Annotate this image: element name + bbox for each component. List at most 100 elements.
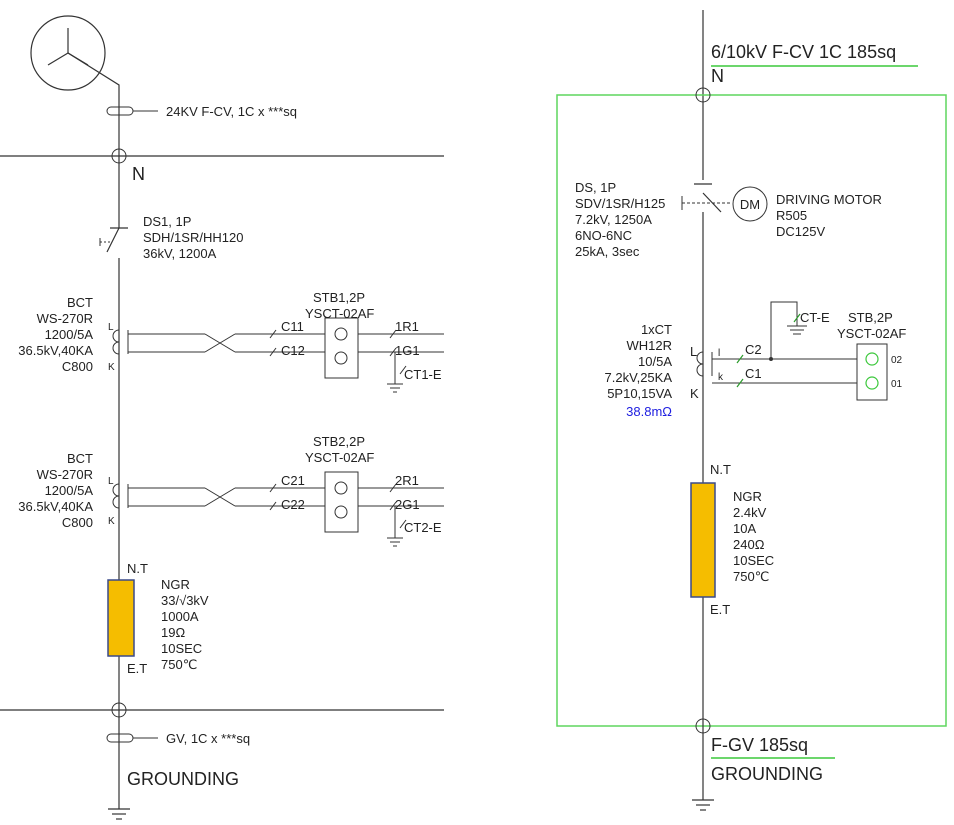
- svg-text:1xCT: 1xCT: [641, 322, 672, 337]
- term-L1: L: [108, 322, 114, 333]
- svg-text:5P10,15VA: 5P10,15VA: [607, 386, 672, 401]
- stb1-name: STB1,2P: [313, 290, 365, 305]
- svg-text:WH12R: WH12R: [626, 338, 672, 353]
- svg-text:750℃: 750℃: [733, 569, 769, 584]
- svg-text:C800: C800: [62, 515, 93, 530]
- svg-text:10A: 10A: [733, 521, 756, 536]
- right-diagram: 6/10kV F-CV 1C 185sq N DS, 1P SDV/1SR/H1…: [556, 10, 947, 811]
- ds-label: DS, 1P SDV/1SR/H125 7.2kV, 1250A 6NO-6NC…: [575, 180, 665, 259]
- stb1-terminal-block: [324, 317, 359, 379]
- svg-text:36.5kV,40KA: 36.5kV,40KA: [18, 499, 93, 514]
- wire-c2: C2: [745, 342, 762, 357]
- term-k: k: [718, 372, 724, 383]
- current-transformer-icon: [696, 351, 713, 377]
- svg-text:DRIVING MOTOR: DRIVING MOTOR: [776, 192, 882, 207]
- disconnect-switch-icon: [99, 227, 128, 253]
- svg-text:6NO-6NC: 6NO-6NC: [575, 228, 632, 243]
- gv-label: GV, 1C x ***sq: [166, 731, 250, 746]
- ct1-e-label: CT1-E: [404, 367, 442, 382]
- svg-text:33/√3kV: 33/√3kV: [161, 593, 209, 608]
- svg-text:2.4kV: 2.4kV: [733, 505, 767, 520]
- wire-c12: C12: [281, 343, 305, 358]
- ct-resistance: 38.8mΩ: [626, 404, 672, 419]
- fgv-label: F-GV 185sq: [711, 735, 808, 755]
- wire-2r1: 2R1: [395, 473, 419, 488]
- svg-text:DC125V: DC125V: [776, 224, 825, 239]
- wire-c22: C22: [281, 497, 305, 512]
- et-label: E.T: [710, 602, 730, 617]
- nt-label: N.T: [127, 561, 148, 576]
- grounding-label: GROUNDING: [127, 769, 239, 789]
- ground-icon: [108, 808, 130, 820]
- svg-text:1000A: 1000A: [161, 609, 199, 624]
- driving-motor-icon: DM: [732, 186, 768, 222]
- disconnect-switch-icon: [681, 183, 732, 213]
- stb2-model: YSCT-02AF: [305, 450, 374, 465]
- svg-text:10SEC: 10SEC: [161, 641, 202, 656]
- bus-label: N: [132, 164, 145, 184]
- svg-text:36.5kV,40KA: 36.5kV,40KA: [18, 343, 93, 358]
- stb-model: YSCT-02AF: [837, 326, 906, 341]
- wire-c1: C1: [745, 366, 762, 381]
- wire-1r1: 1R1: [395, 319, 419, 334]
- svg-text:10/5A: 10/5A: [638, 354, 672, 369]
- svg-text:WS-270R: WS-270R: [37, 311, 93, 326]
- terminal-02: 02: [891, 355, 903, 366]
- svg-text:25kA, 3sec: 25kA, 3sec: [575, 244, 640, 259]
- stb-name: STB,2P: [848, 310, 893, 325]
- panel-boundary: [556, 94, 947, 727]
- svg-text:SDV/1SR/H125: SDV/1SR/H125: [575, 196, 665, 211]
- svg-text:7.2kV,25KA: 7.2kV,25KA: [605, 370, 673, 385]
- svg-text:WS-270R: WS-270R: [37, 467, 93, 482]
- wire-2g1: 2G1: [395, 497, 420, 512]
- nt-label: N.T: [710, 462, 731, 477]
- ngr-resistor: [690, 482, 716, 598]
- svg-text:C800: C800: [62, 359, 93, 374]
- ct-e-ground-icon: [770, 301, 807, 359]
- ct-e-label: CT-E: [800, 310, 830, 325]
- ngr-resistor: [107, 579, 135, 657]
- wire-1g1: 1G1: [395, 343, 420, 358]
- svg-text:DS, 1P: DS, 1P: [575, 180, 616, 195]
- svg-text:750℃: 750℃: [161, 657, 197, 672]
- term-L2: L: [108, 476, 114, 487]
- svg-text:SDH/1SR/HH120: SDH/1SR/HH120: [143, 230, 243, 245]
- wire-c11: C11: [281, 319, 304, 334]
- svg-text:19Ω: 19Ω: [161, 625, 185, 640]
- grounding-label: GROUNDING: [711, 764, 823, 784]
- svg-text:1200/5A: 1200/5A: [45, 483, 94, 498]
- svg-text:DS1, 1P: DS1, 1P: [143, 214, 191, 229]
- svg-text:240Ω: 240Ω: [733, 537, 765, 552]
- stb-terminal-block: [856, 343, 888, 401]
- cable-sleeve-icon: [106, 733, 158, 743]
- et-label: E.T: [127, 661, 147, 676]
- left-diagram: 24KV F-CV, 1C x ***sq N DS1, 1P SDH/1SR/…: [0, 15, 444, 820]
- stb2-name: STB2,2P: [313, 434, 365, 449]
- svg-text:1200/5A: 1200/5A: [45, 327, 94, 342]
- term-K: K: [690, 386, 699, 401]
- svg-text:36kV, 1200A: 36kV, 1200A: [143, 246, 217, 261]
- svg-text:R505: R505: [776, 208, 807, 223]
- svg-text:NGR: NGR: [161, 577, 190, 592]
- bct2-label: BCT WS-270R 1200/5A 36.5kV,40KA C800: [18, 451, 93, 530]
- cable-label: 6/10kV F-CV 1C 185sq: [711, 42, 896, 62]
- ground-icon: [692, 799, 714, 811]
- bus-label: N: [711, 66, 724, 86]
- bct1-label: BCT WS-270R 1200/5A 36.5kV,40KA C800: [18, 295, 93, 374]
- svg-text:10SEC: 10SEC: [733, 553, 774, 568]
- term-K2: K: [108, 516, 115, 527]
- svg-text:BCT: BCT: [67, 451, 93, 466]
- svg-text:7.2kV, 1250A: 7.2kV, 1250A: [575, 212, 652, 227]
- ngr-label: NGR 33/√3kV 1000A 19Ω 10SEC 750℃: [161, 577, 209, 672]
- motor-symbol: DM: [740, 197, 760, 212]
- stb2-terminal-block: [324, 471, 359, 533]
- terminal-01: 01: [891, 379, 903, 390]
- term-K1: K: [108, 362, 115, 373]
- ds-label: DS1, 1P SDH/1SR/HH120 36kV, 1200A: [143, 214, 243, 261]
- term-L: L: [690, 344, 697, 359]
- ct-label: 1xCT WH12R 10/5A 7.2kV,25KA 5P10,15VA: [605, 322, 673, 401]
- cable-label: 24KV F-CV, 1C x ***sq: [166, 104, 297, 119]
- generator-icon: [30, 15, 120, 100]
- cable-sleeve-icon: [106, 106, 158, 116]
